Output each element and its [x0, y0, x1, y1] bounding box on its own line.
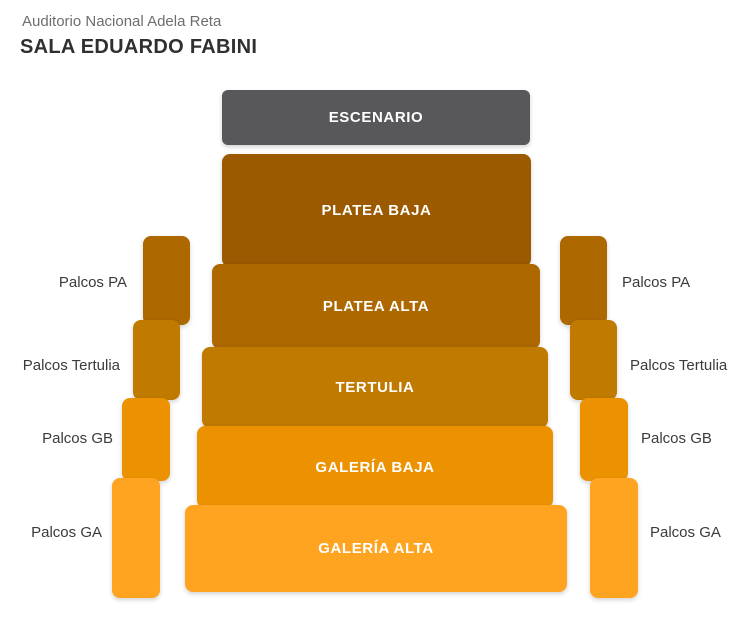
palco-gb-left[interactable] — [122, 398, 170, 481]
palco-pa-right[interactable] — [560, 236, 607, 325]
page-title: SALA EDUARDO FABINI — [20, 36, 258, 58]
section-tertulia[interactable]: TERTULIA — [202, 347, 548, 428]
section-galeria-baja[interactable]: GALERÍA BAJA — [197, 426, 553, 508]
palco-ga-right[interactable] — [590, 478, 638, 598]
section-platea-baja[interactable]: PLATEA BAJA — [222, 154, 531, 267]
palco-gb-right[interactable] — [580, 398, 628, 481]
palco-tertulia-right-label: Palcos Tertulia — [630, 357, 728, 374]
palco-tertulia-right[interactable] — [570, 320, 617, 400]
section-galeria-baja-label: GALERÍA BAJA — [315, 458, 435, 476]
palco-gb-left-label: Palcos GB — [42, 430, 113, 447]
palco-tertulia-left-label: Palcos Tertulia — [22, 357, 120, 374]
palco-ga-left[interactable] — [112, 478, 160, 598]
palco-ga-left-label: Palcos GA — [31, 524, 102, 541]
venue-name: Auditorio Nacional Adela Reta — [22, 13, 222, 30]
palco-ga-right-label: Palcos GA — [650, 524, 721, 541]
section-tertulia-label: TERTULIA — [335, 379, 415, 396]
stage-label: ESCENARIO — [328, 109, 424, 126]
section-galeria-alta[interactable]: GALERÍA ALTA — [185, 505, 567, 592]
palco-pa-right-label: Palcos PA — [622, 274, 691, 291]
section-galeria-alta-label: GALERÍA ALTA — [318, 540, 434, 557]
palco-pa-left[interactable] — [143, 236, 190, 325]
section-platea-alta-label: PLATEA ALTA — [322, 298, 430, 315]
palco-gb-right-label: Palcos GB — [641, 430, 712, 447]
palco-pa-left-label: Palcos PA — [58, 274, 127, 291]
stage-block: ESCENARIO — [222, 90, 530, 145]
section-platea-baja-label: PLATEA BAJA — [321, 202, 432, 219]
section-platea-alta[interactable]: PLATEA ALTA — [212, 264, 540, 349]
palco-tertulia-left[interactable] — [133, 320, 180, 400]
